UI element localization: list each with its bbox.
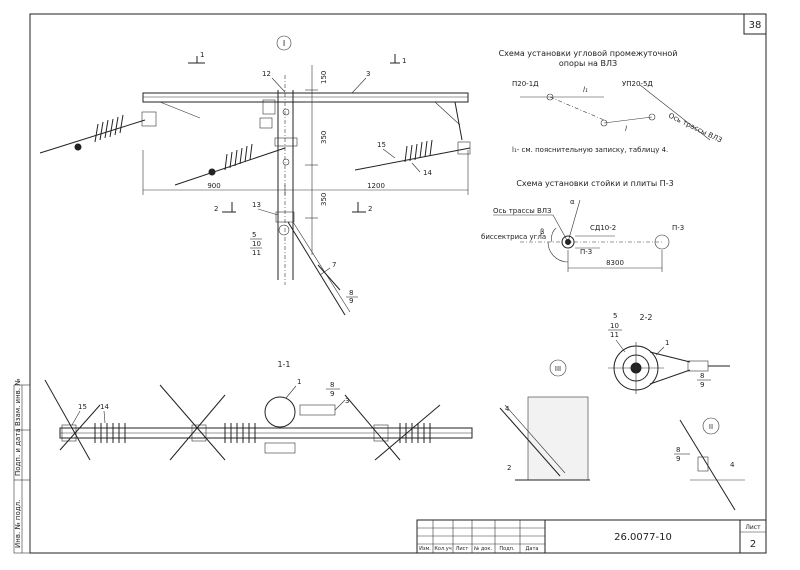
scheme-angle-title-1: Схема установки угловой промежуточной [499, 49, 678, 58]
insulator-left [39, 111, 157, 154]
crossarm [142, 92, 469, 103]
scheme-angle-title-2: опоры на ВЛЗ [559, 59, 617, 68]
label-7: 7 [332, 261, 336, 269]
tb-sheet-label: Лист [745, 524, 761, 531]
scheme-axis: Ось трассы ВЛЗ [667, 112, 724, 145]
section-mark-1a: 1 [200, 51, 204, 59]
s1-label-1: 1 [297, 378, 301, 386]
label-11: 11 [252, 249, 261, 257]
section-two: 2-2 5 10 11 1 8 9 [608, 312, 730, 394]
sheet-number-box [743, 13, 767, 35]
detail-three: III 4 2 [499, 359, 590, 481]
s1-label-15: 15 [78, 403, 87, 411]
label-5: 5 [252, 231, 256, 239]
d2-label-8: 8 [676, 446, 680, 454]
detail-three-callout: III [555, 365, 561, 373]
d2-label-4: 4 [730, 461, 735, 469]
scheme-p3a: П-3 [580, 248, 592, 256]
stamp-inv-podl: Инв. № подл. [14, 500, 22, 548]
view-one-callout-circle [276, 35, 292, 51]
s2-label-11: 11 [610, 331, 619, 339]
tb-col-doc: № док. [474, 546, 492, 552]
s2-label-1: 1 [665, 339, 669, 347]
dim-900: 900 [207, 182, 220, 190]
scheme-beta: β [540, 228, 544, 236]
scheme-l: l [625, 125, 627, 133]
scheme-l1: l₁ [583, 86, 588, 94]
label-12: 12 [262, 70, 271, 78]
label-10: 10 [252, 240, 261, 248]
view-one-callout: I [283, 39, 285, 48]
d3-label-2: 2 [507, 464, 511, 472]
label-3: 3 [366, 70, 370, 78]
scheme-sd: СД10-2 [590, 224, 616, 232]
scheme-stand-axis: Ось трассы ВЛЗ [493, 207, 552, 215]
scheme-p3b: П-3 [672, 224, 684, 232]
label-15: 15 [377, 141, 386, 149]
title-block: Изм. Кол.уч Лист № док. Подп. Дата 26.00… [416, 519, 767, 554]
sheet-frame [29, 13, 767, 554]
scheme-note: l₁- см. пояснительную записку, таблицу 4… [512, 146, 668, 154]
label-14: 14 [423, 169, 432, 177]
s2-label-5: 5 [613, 312, 617, 320]
stamp-podp-data: Подп. и дата [14, 428, 22, 476]
scheme-dist: 8300 [606, 259, 624, 267]
dim-150: 150 [320, 71, 328, 84]
d2-label-9: 9 [676, 455, 680, 463]
s2-label-9: 9 [700, 381, 704, 389]
detail-two-callout: II [709, 423, 713, 431]
tb-col-podp: Подп. [499, 546, 515, 552]
tb-col-data: Дата [526, 546, 539, 552]
section-mark-2b: 2 [368, 205, 372, 213]
stamp-vzam: Взам. инв. № [14, 378, 22, 426]
section-two-title: 2-2 [639, 313, 652, 322]
section-mark-2a: 2 [214, 205, 218, 213]
dim-1200: 1200 [367, 182, 385, 190]
tb-col-kol: Кол.уч [434, 546, 451, 552]
tb-code: 26.0077-10 [614, 532, 672, 543]
tb-col-list: Лист [456, 546, 469, 552]
scheme-bisector: биссектриса угла [481, 233, 546, 241]
label-9: 9 [349, 297, 353, 305]
scheme-stand-title: Схема установки стойки и плиты П-3 [516, 179, 673, 188]
tb-col-izm: Изм. [419, 546, 431, 552]
scheme-angle: Схема установки угловой промежуточной оп… [499, 49, 724, 154]
s1-label-3: 3 [345, 397, 349, 405]
label-8: 8 [349, 289, 353, 297]
insulator-right [354, 139, 471, 171]
d3-label-4: 4 [505, 405, 510, 413]
scheme-up20: УП20-5Д [622, 80, 653, 88]
s1-label-8: 8 [330, 381, 334, 389]
section-one: 1-1 15 14 1 8 9 3 [44, 360, 473, 461]
s1-label-9: 9 [330, 390, 334, 398]
side-stamp: Инв. № подл. Подп. и дата Взам. инв. № [13, 378, 31, 554]
scheme-p20: П20-1Д [512, 80, 539, 88]
dim-350a: 350 [320, 131, 328, 144]
label-13: 13 [252, 201, 261, 209]
scheme-stand: Схема установки стойки и плиты П-3 Ось т… [481, 179, 684, 272]
s2-label-8: 8 [700, 372, 704, 380]
insulator-middle [174, 143, 286, 186]
dim-350b: 350 [320, 193, 328, 206]
s1-label-14: 14 [100, 403, 109, 411]
section-one-title: 1-1 [277, 360, 290, 369]
section-mark-1b: 1 [402, 57, 406, 65]
view-one: I 1 1 12 3 150 350 350 [39, 35, 471, 316]
tb-sheet-value: 2 [750, 539, 756, 550]
detail-two: II 8 9 4 [674, 417, 745, 511]
s2-label-10: 10 [610, 322, 619, 330]
sheet-number: 38 [749, 20, 762, 31]
scheme-alpha: α [570, 198, 575, 206]
